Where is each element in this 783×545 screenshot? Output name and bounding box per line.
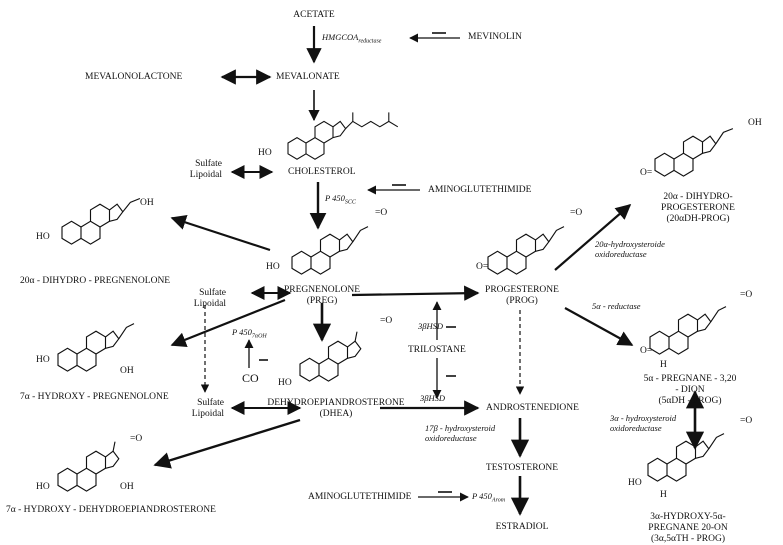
p450-7a-sub: 7αOH [251,333,267,340]
preg-keto-label: =O [375,208,388,218]
pregnane-dion-structure [649,306,727,355]
p450arom-sub: Arom [491,497,506,504]
sulfate-lipoidal-3-label: Sulfate Lipoidal [191,398,224,419]
3bhsd-1-label: 3βHSD [418,321,444,331]
arrow-prog-pregnane [564,307,634,346]
hydroxy-preg-oh-label: OH [120,366,134,376]
prog-o-label: O= [476,262,489,272]
pregnane-dion-label: 5α - PREGNANE - 3,20 - DION (5αDH - PROG… [643,374,737,406]
mevalonolactone-label: MEVALONOLACTONE [85,72,183,82]
androstenedione-label: ANDROSTENEDIONE [486,403,579,413]
p450scc-label: P 450SCC [325,193,356,207]
aminoglutethimide-1-label: AMINOGLUTETHIMIDE [428,185,532,195]
hydroxy-preg-label: 7α - HYDROXY - PREGNENOLONE [20,392,169,402]
pregnane-on-ho-label: HO [628,478,642,488]
dhea-ho-label: HO [278,378,292,388]
progesterone-label: PROGESTERONE (PROG) [485,285,559,306]
arrow-dhea-7a-dhea [153,418,301,469]
dihydro-prog-structure [654,128,734,177]
3a-oxidoreductase-label: 3α - hydroxysteroid oxidoreductase [610,413,677,433]
hydroxy-dhea-structure [57,441,120,492]
hydroxy-dhea-keto-label: =O [130,434,143,444]
hydroxy-dhea-oh-label: OH [120,482,134,492]
hydroxy-preg-ho-label: HO [36,355,50,365]
acetate-label: ACETATE [293,10,335,20]
pregnane-on-structure [647,433,725,482]
dihydro-preg-label: 20α - DIHYDRO - PREGNENOLONE [20,276,171,286]
pregnane-dion-o-label: O= [640,346,653,356]
hmgcoa-text: HMGCOA [322,32,359,42]
hydroxy-preg-structure [57,323,135,372]
dhea-label: DEHYDROEPIANDROSTERONE (DHEA) [267,398,405,419]
dihydro-preg-ho-label: HO [36,232,50,242]
dihydro-preg-structure [61,197,141,245]
hydroxy-dhea-label: 7α - HYDROXY - DEHYDROEPIANDROSTERONE [6,505,216,515]
20a-oxidoreductase-label: 20α-hydroxysteroide oxidoreductase [595,239,665,259]
p450-7a-label: P 4507αOH [232,327,267,341]
pregnane-dion-keto-label: =O [740,290,753,300]
17b-oxidoreductase-label: 17β - hydroxysteroid oxidoreductase [425,423,496,443]
p450scc-text: P 450 [325,193,345,203]
pregnane-on-h-label: H [660,490,667,500]
mevinolin-label: MEVINOLIN [468,32,522,42]
mevalonate-label: MEVALONATE [276,72,340,82]
preg-ho-label: HO [266,262,280,272]
dihydro-prog-o-label: O= [640,168,653,178]
p450arom-text: P 450 [472,491,492,501]
dhea-structure [299,331,362,382]
arrow-preg-prog [351,285,480,301]
3bhsd-2-label: 3βHSD [420,393,446,403]
5a-reductase-label: 5α - reductase [592,301,641,311]
trilostane-label: TRILOSTANE [408,345,466,355]
pregnane-dion-h-label: H [660,360,667,370]
hmgcoa-reductase-label: HMGCOAreductase [322,32,382,46]
p450-7a-text: P 450 [232,327,252,337]
dihydro-prog-oh-label: OH [748,118,762,128]
arrow-prog-20a-prog [554,203,632,271]
prog-keto-label: =O [570,208,583,218]
progesterone-structure [487,226,565,275]
aminoglutethimide-2-label: AMINOGLUTETHIMIDE [308,492,412,502]
cholesterol-ho-label: HO [258,148,272,158]
pregnenolone-structure [291,226,369,275]
cholesterol-label: CHOLESTEROL [288,167,356,177]
p450scc-sub: SCC [344,199,356,206]
dihydro-preg-oh-label: OH [140,198,154,208]
p450arom-label: P 450Arom [472,491,506,505]
sulfate-lipoidal-2-label: Sulfate Lipoidal [193,288,226,309]
arrow-preg-20a-preg [170,214,271,252]
pregnenolone-label: PREGNENOLONE (PREG) [284,285,360,306]
testosterone-label: TESTOSTERONE [485,463,559,473]
dhea-keto-label: =O [380,316,393,326]
co-label: CO [242,371,259,385]
pregnane-on-keto-label: =O [740,416,753,426]
dihydro-prog-label: 20α - DIHYDRO-PROGESTERONE (20αDH-PROG) [661,192,735,224]
pregnane-on-label: 3α-HYDROXY-5α-PREGNANE 20-ON (3α,5αTH - … [648,512,728,544]
hydroxy-dhea-ho-label: HO [36,482,50,492]
hmgcoa-sub: reductase [358,38,382,45]
arrow-preg-7a-preg [170,298,286,348]
cholesterol-structure [287,112,399,160]
sulfate-lipoidal-1-label: Sulfate Lipoidal [189,159,222,180]
estradiol-label: ESTRADIOL [495,522,549,532]
